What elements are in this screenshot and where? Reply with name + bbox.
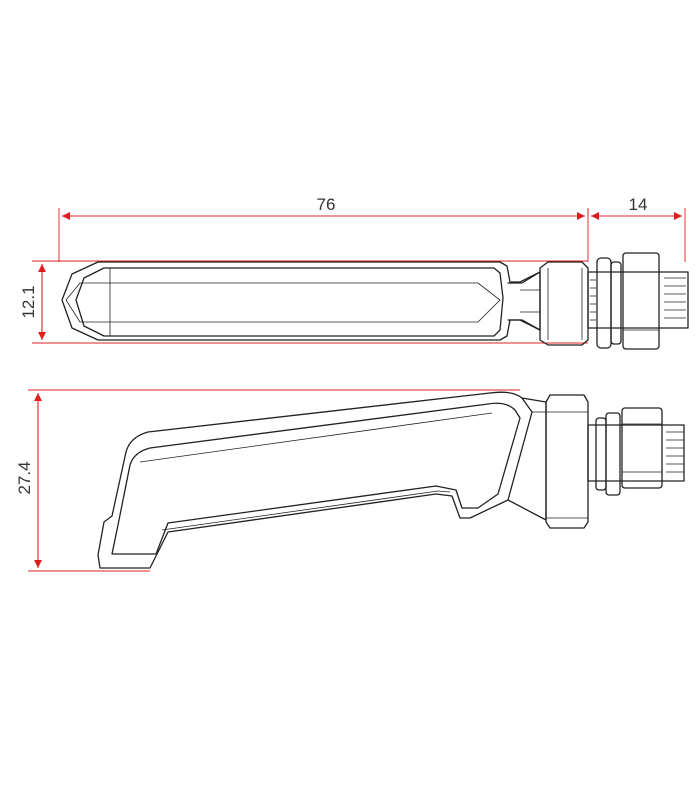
dimension-12-1-label: 12.1 [19,285,38,318]
dimension-12-1: 12.1 [19,260,588,344]
top-view [61,252,689,350]
dimension-14: 14 [587,195,686,262]
dimension-27-4-label: 27.4 [15,461,34,494]
dimension-27-4: 27.4 [15,389,520,572]
side-view [97,391,685,569]
top-bolt [587,252,689,350]
dimension-76-label: 76 [317,195,336,214]
dimension-76: 76 [58,195,589,262]
dimension-14-label: 14 [629,195,648,214]
side-bolt [587,407,685,496]
